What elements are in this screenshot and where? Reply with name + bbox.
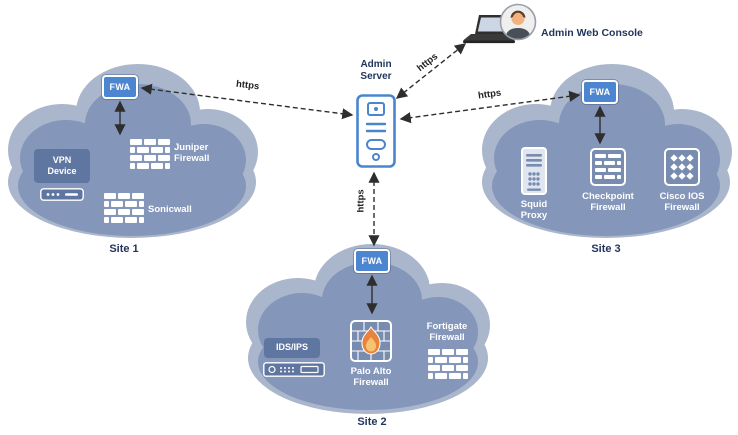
cisco-ios-firewall-icon: [664, 148, 700, 186]
https-label-console: https: [415, 51, 441, 74]
sonicwall-icon: [104, 193, 144, 223]
palo-alto-firewall-label: Palo Alto Firewall: [350, 366, 392, 389]
sonicwall-label: Sonicwall: [148, 204, 192, 215]
site2-name: Site 2: [357, 416, 387, 428]
fortigate-firewall-label: Fortigate Firewall: [426, 321, 468, 344]
site2-fwa-node: FWA: [354, 249, 390, 273]
cisco-ios-firewall-label: Cisco IOS Firewall: [659, 191, 705, 214]
checkpoint-firewall-label: Checkpoint Firewall: [582, 191, 634, 214]
juniper-firewall-icon: [130, 139, 170, 169]
site3-name: Site 3: [591, 243, 621, 255]
admin-avatar-icon: [499, 3, 537, 41]
https-label-site2: https: [355, 189, 367, 213]
site1-vpn-device-node: VPN Device: [34, 149, 90, 183]
checkpoint-firewall-icon: [590, 148, 626, 186]
ids-appliance-icon: [263, 362, 325, 377]
fortigate-firewall-icon: [428, 349, 468, 379]
vpn-router-icon: [40, 188, 84, 201]
site1-fwa-node: FWA: [102, 75, 138, 99]
admin-server-label: Admin Server: [360, 59, 392, 82]
site1-name: Site 1: [109, 243, 139, 255]
admin-web-console-label: Admin Web Console: [541, 27, 643, 39]
https-label-site1: https: [235, 78, 260, 93]
https-label-site3: https: [477, 87, 502, 102]
squid-proxy-icon: [521, 147, 547, 195]
link-site1-server: [140, 83, 354, 120]
admin-server-icon: [356, 94, 396, 168]
palo-alto-firewall-icon: [350, 320, 392, 362]
squid-proxy-label: Squid Proxy: [520, 199, 548, 222]
laptop-icon: [463, 15, 515, 44]
site2-ids-ips-node: IDS/IPS: [264, 338, 320, 358]
site3-fwa-node: FWA: [582, 80, 618, 104]
juniper-firewall-label: Juniper Firewall: [174, 142, 210, 165]
